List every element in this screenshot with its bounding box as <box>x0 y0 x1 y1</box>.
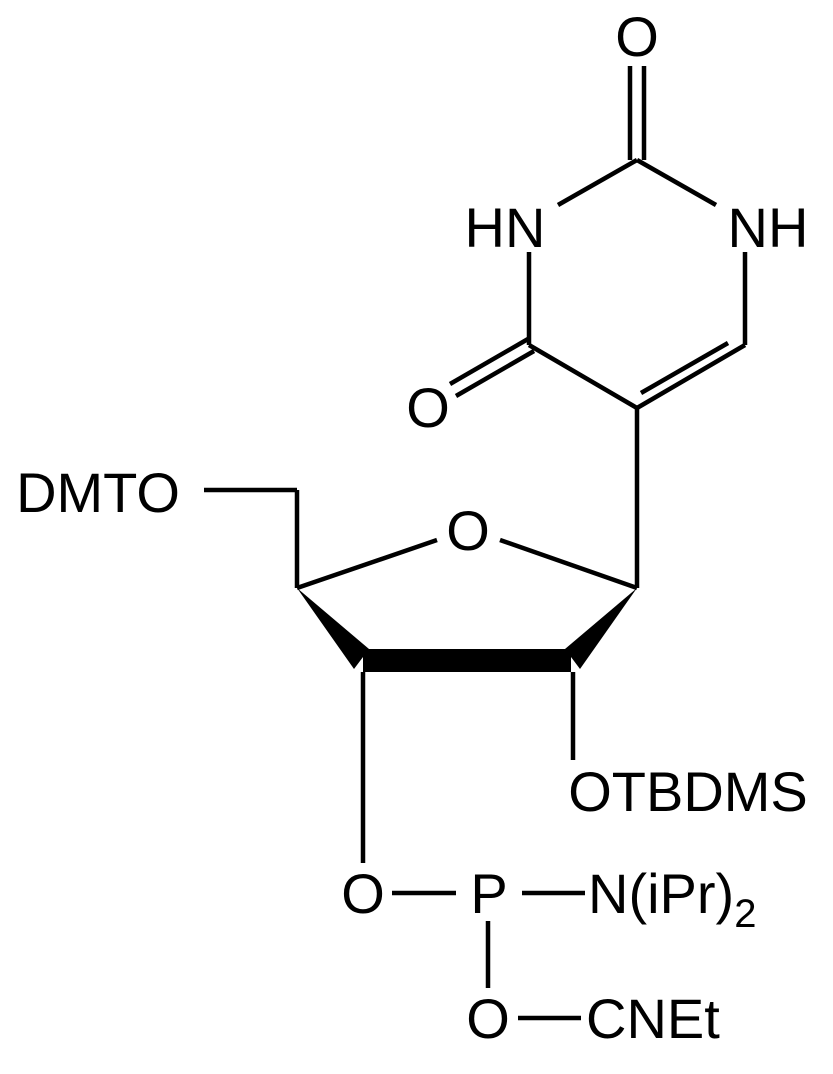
atom-label-carbonyl-o-left: O <box>406 376 450 439</box>
bond-c4-o-double-b <box>454 349 536 398</box>
wedge-c4prime-c3prime <box>297 588 369 669</box>
atom-label-phosphorus: P <box>470 862 507 925</box>
wedge-c2prime-c1prime <box>565 588 637 669</box>
atom-label-ring-o: O <box>446 499 490 562</box>
atom-label-n1-h: NH <box>728 196 809 259</box>
atom-label-phosphite-o: O <box>341 862 385 925</box>
atom-label-dmt-o: DMTO <box>16 461 180 524</box>
atom-label-n3-h: HN <box>465 196 546 259</box>
wedge-c3prime-c2prime <box>363 649 571 672</box>
bond-c1prime-ring-o <box>499 537 638 591</box>
bond-c4-o-double-a <box>448 337 530 386</box>
atom-label-amine-main: N(iPr) <box>588 862 734 925</box>
bonds <box>204 66 748 1021</box>
bond-ring-o-c4prime <box>296 537 438 591</box>
atom-labels: O HN NH O DMTO O OTBDMS O P N(iPr)2 O CN… <box>16 5 808 1050</box>
bond-c2-n1 <box>635 158 718 207</box>
atom-label-cyanoethyl-o: O <box>466 987 510 1050</box>
atom-label-cyanoethyl: CNEt <box>586 987 720 1050</box>
atom-label-amine: N(iPr)2 <box>588 862 756 936</box>
atom-label-amine-subscript: 2 <box>734 892 756 936</box>
atom-label-carbonyl-o-top: O <box>615 5 659 68</box>
bond-c5-c4 <box>527 343 639 410</box>
bond-c2-n3 <box>556 158 639 207</box>
bond-c6-c5-outer <box>635 343 747 410</box>
atom-label-tbdms-o: OTBDMS <box>568 760 808 823</box>
bond-c6-c5-inner <box>639 341 730 395</box>
